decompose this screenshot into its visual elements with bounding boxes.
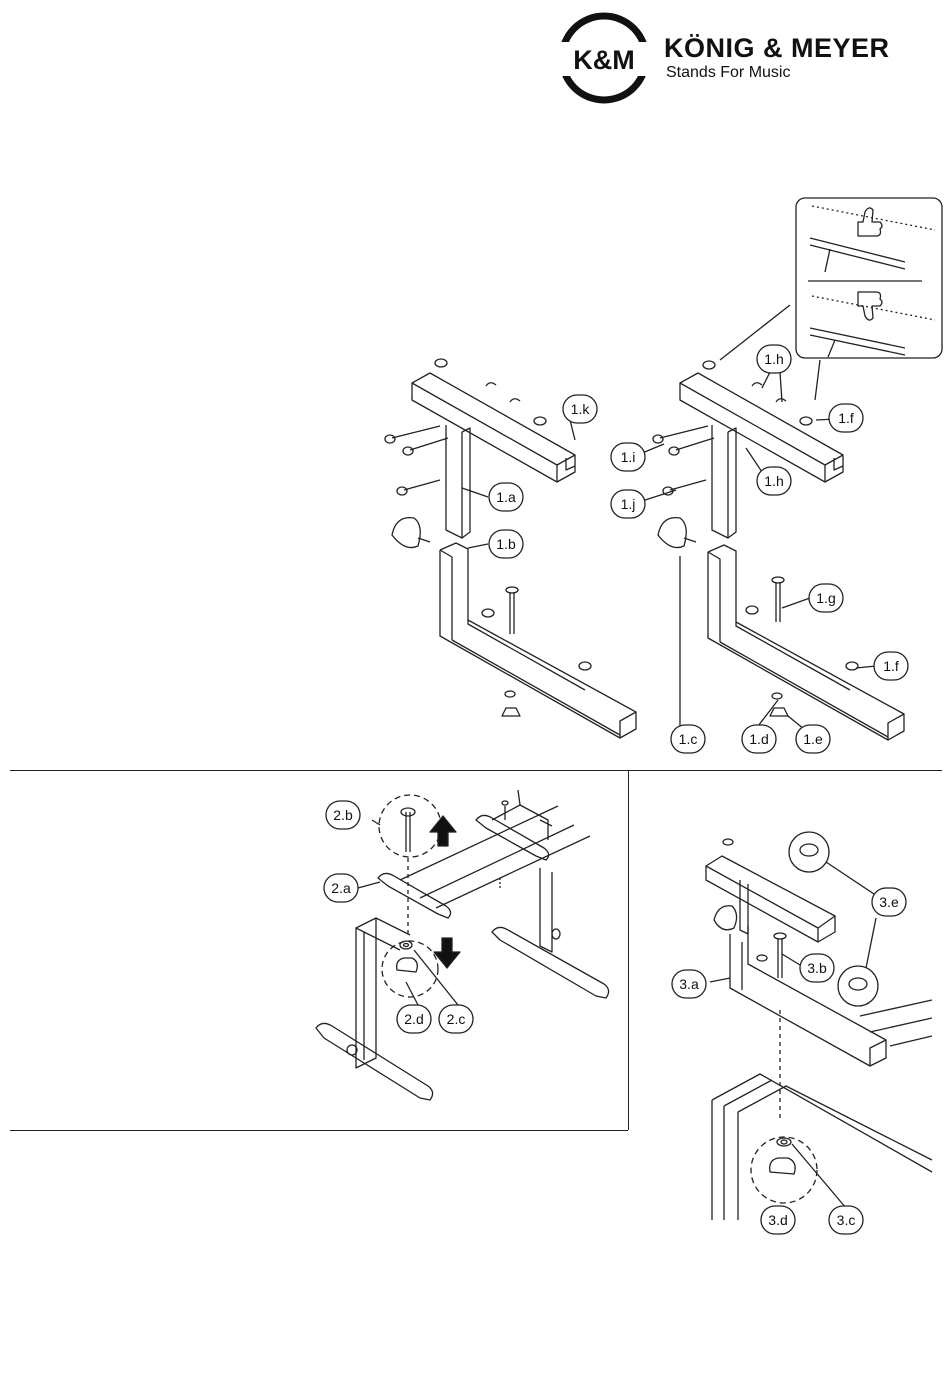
label-1g: 1.g	[816, 590, 835, 606]
label-1h-bottom: 1.h	[764, 473, 783, 489]
label-1b: 1.b	[496, 536, 516, 552]
label-3a: 3.a	[679, 976, 699, 992]
label-1d: 1.d	[749, 731, 768, 747]
fit-comparison-inset	[796, 198, 942, 358]
label-1k: 1.k	[571, 401, 591, 417]
label-1a: 1.a	[496, 489, 516, 505]
figure1-labels	[489, 345, 908, 753]
label-2c: 2.c	[447, 1011, 466, 1027]
figure2-assembly	[316, 790, 609, 1100]
label-1f-top: 1.f	[838, 410, 854, 426]
label-3e: 3.e	[879, 894, 899, 910]
label-1j: 1.j	[621, 496, 636, 512]
figure3-labels	[672, 888, 906, 1234]
thumbs-up-icon	[858, 208, 882, 236]
label-1e: 1.e	[803, 731, 823, 747]
label-1c: 1.c	[679, 731, 698, 747]
thumbs-down-icon	[858, 292, 882, 320]
label-3c: 3.c	[837, 1212, 856, 1228]
label-3d: 3.d	[768, 1212, 787, 1228]
arrow-up-icon	[430, 816, 456, 846]
label-2b: 2.b	[333, 807, 353, 823]
label-1f-bottom: 1.f	[883, 658, 899, 674]
label-1i: 1.i	[621, 449, 636, 465]
figure2-labels	[324, 801, 473, 1033]
label-2d: 2.d	[404, 1011, 423, 1027]
label-2a: 2.a	[331, 880, 351, 896]
label-1h-top: 1.h	[764, 351, 783, 367]
label-3b: 3.b	[807, 960, 827, 976]
